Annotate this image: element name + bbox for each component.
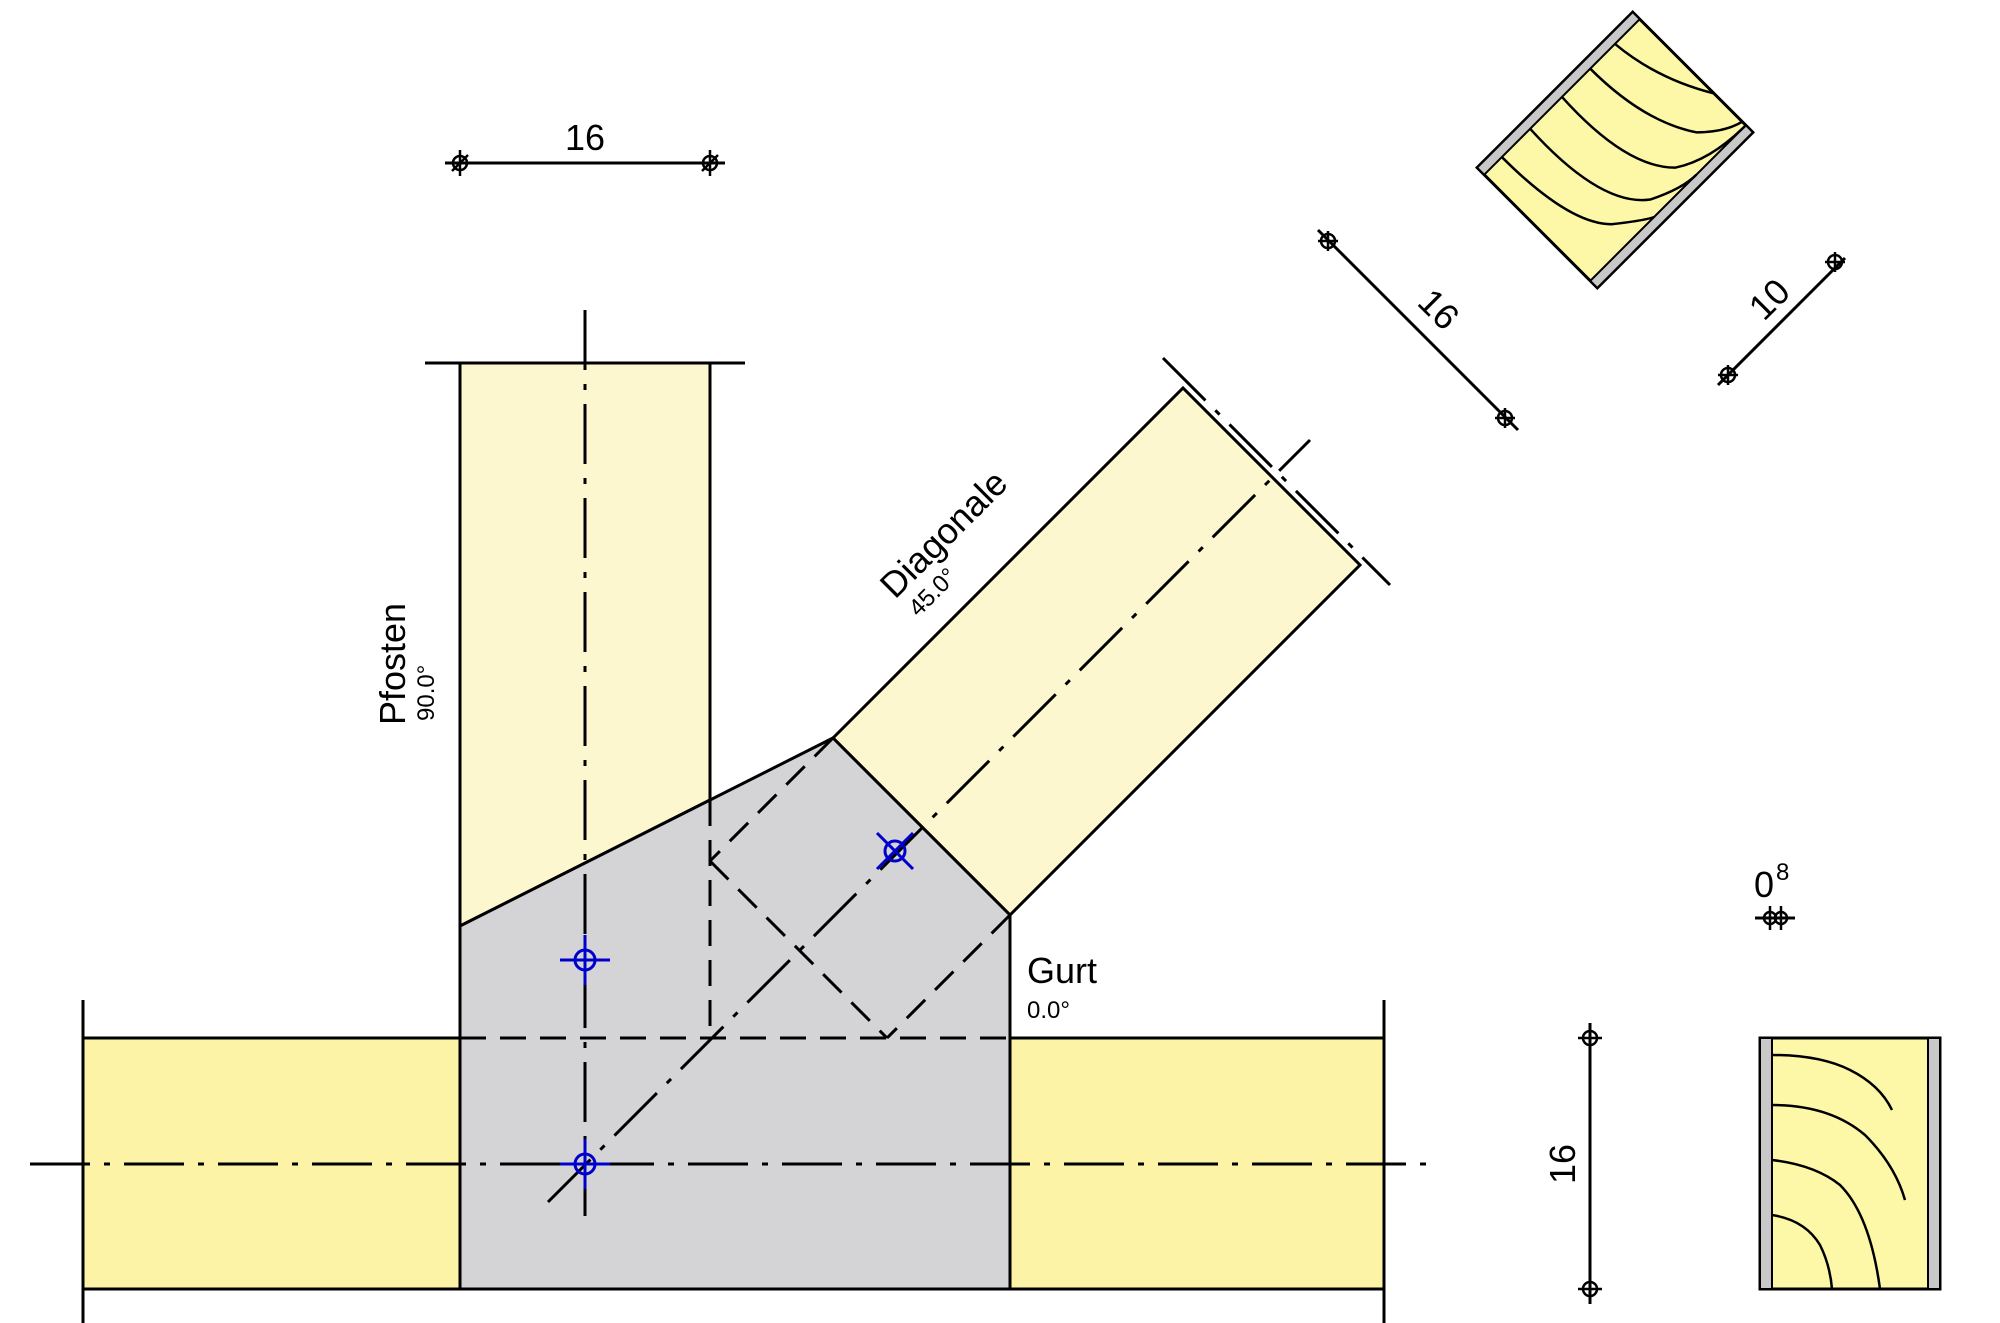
section-side-plate-right <box>1927 1037 1941 1290</box>
hidden-lines <box>460 736 1012 1040</box>
section-wood <box>1474 9 1756 291</box>
diagonal-width-dimension: 10 <box>1716 252 1847 387</box>
section-side-plate-right <box>1588 123 1755 290</box>
diagonal-end-hidden <box>708 859 889 1040</box>
chord-angle-label: 0.0° <box>1027 997 1070 1024</box>
chord-depth-dimension: 16 <box>1542 1023 1602 1304</box>
axis-lines <box>30 310 1440 1220</box>
gap-exponent: 8 <box>1776 859 1789 886</box>
section-side-plate-left <box>1759 1037 1773 1290</box>
diagonal-cross-section <box>1474 9 1756 291</box>
post-label-group: Pfosten 90.0° <box>372 603 440 725</box>
chord-depth-value: 16 <box>1542 1144 1583 1184</box>
diagonal-upper-edge-hidden <box>708 736 835 863</box>
diagonal-axis <box>546 438 1312 1204</box>
post-angle-label: 90.0° <box>413 665 440 721</box>
gap-dimension: 0 8 <box>1754 859 1795 930</box>
diagonal-width-value: 10 <box>1741 271 1798 328</box>
reference-markers <box>560 831 915 1189</box>
dimension-tick <box>451 150 719 176</box>
post-width-dimension: 16 <box>445 117 725 176</box>
chord-label-group: Gurt 0.0° <box>1027 950 1097 1024</box>
diagonal-end-line <box>1161 356 1392 587</box>
section-growth-rings <box>1771 1053 1907 1290</box>
chord-label: Gurt <box>1027 950 1097 991</box>
post-reference-marker <box>560 935 610 985</box>
chord-member <box>81 1000 1386 1323</box>
gap-value: 0 <box>1754 864 1774 905</box>
diagonal-depth-dimension: 16 <box>1316 228 1520 432</box>
section-growth-rings <box>1500 42 1747 226</box>
post-width-value: 16 <box>565 117 605 158</box>
diagonal-reference-marker <box>875 831 915 871</box>
origin-reference-marker <box>560 1139 610 1189</box>
diagonal-lower-edge-hidden <box>885 913 1012 1040</box>
post-label: Pfosten <box>372 603 413 725</box>
chord-cross-section <box>1758 1036 1942 1291</box>
